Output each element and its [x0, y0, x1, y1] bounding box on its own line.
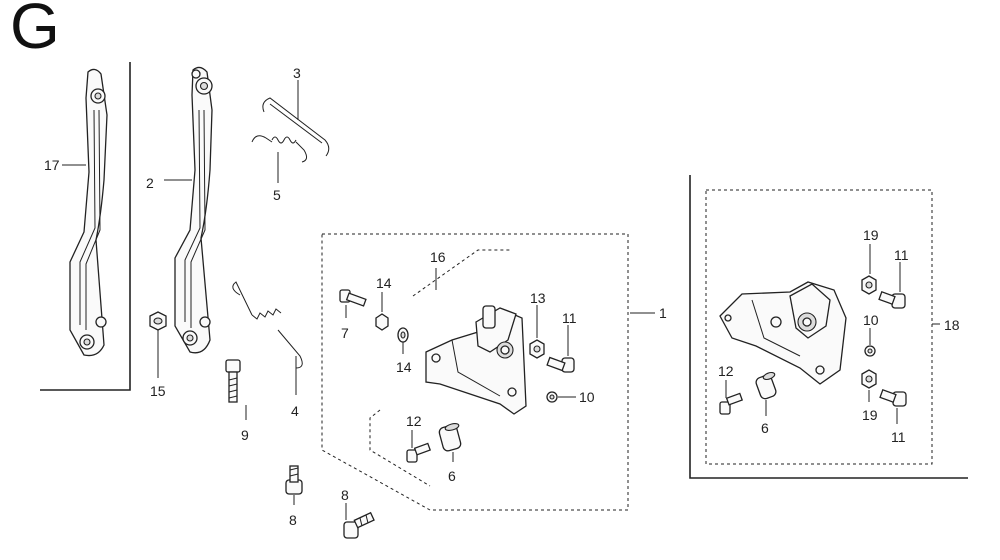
throttle-lever-17-icon	[69, 68, 108, 357]
callout-16: 16	[430, 249, 446, 265]
boundary-assembly-18	[705, 189, 933, 465]
tension-spring-5-icon	[251, 135, 308, 163]
nut-15-icon	[149, 311, 167, 331]
callout-11c: 11	[891, 429, 906, 445]
callout-1: 1	[659, 305, 667, 321]
callout-11a: 11	[562, 310, 577, 326]
callout-12a: 12	[406, 413, 422, 429]
control-spring-4-icon	[232, 281, 303, 369]
callout-15: 15	[150, 383, 166, 399]
callout-8b: 8	[341, 487, 349, 503]
return-spring-3-icon	[262, 97, 330, 157]
callout-6a: 6	[448, 468, 456, 484]
bolt-11b-icon	[878, 291, 906, 309]
callout-6b: 6	[761, 420, 769, 436]
callout-14b: 14	[396, 359, 412, 375]
callout-5: 5	[273, 187, 281, 203]
callout-3: 3	[293, 65, 301, 81]
frame-part-17	[40, 62, 131, 391]
bolt-12b-icon	[719, 392, 744, 415]
bolt-8a-icon	[285, 465, 303, 495]
boundary-assembly-1	[321, 233, 629, 511]
control-base-assembly-18-icon	[719, 281, 847, 385]
callout-19a: 19	[863, 227, 879, 243]
callout-14a: 14	[376, 275, 392, 291]
washer-14b-icon	[397, 327, 409, 343]
frame-part-18	[689, 175, 968, 479]
bolt-11c-icon	[879, 389, 907, 407]
nut-14a-icon	[375, 313, 389, 331]
callout-19b: 19	[862, 407, 878, 423]
collar-6a-icon	[438, 423, 462, 452]
callout-11b: 11	[894, 247, 909, 263]
callout-12b: 12	[718, 363, 734, 379]
washer-10b-icon	[864, 345, 876, 357]
bolt-11a-icon	[546, 356, 575, 373]
callout-13: 13	[530, 290, 546, 306]
bolt-8b-icon	[343, 511, 375, 539]
bolt-7-icon	[339, 289, 367, 307]
callout-10a: 10	[579, 389, 595, 405]
callout-18: 18	[944, 317, 960, 333]
control-lever-2-icon	[174, 66, 213, 354]
nut-19b-icon	[861, 369, 877, 389]
callout-7: 7	[341, 325, 349, 341]
section-letter: G	[10, 0, 60, 62]
callout-4: 4	[291, 403, 299, 419]
callout-8a: 8	[289, 512, 297, 528]
nut-19a-icon	[861, 275, 877, 295]
callout-2: 2	[146, 175, 154, 191]
callout-10b: 10	[863, 312, 879, 328]
nut-13-icon	[529, 339, 545, 359]
boundary-part-16	[412, 249, 510, 297]
bolt-9-icon	[225, 359, 241, 403]
callout-9: 9	[241, 427, 249, 443]
washer-10a-icon	[546, 391, 558, 403]
callout-17: 17	[44, 157, 60, 173]
collar-6b-icon	[755, 371, 777, 400]
control-base-assembly-1-icon	[425, 305, 527, 415]
bolt-12a-icon	[406, 442, 432, 463]
